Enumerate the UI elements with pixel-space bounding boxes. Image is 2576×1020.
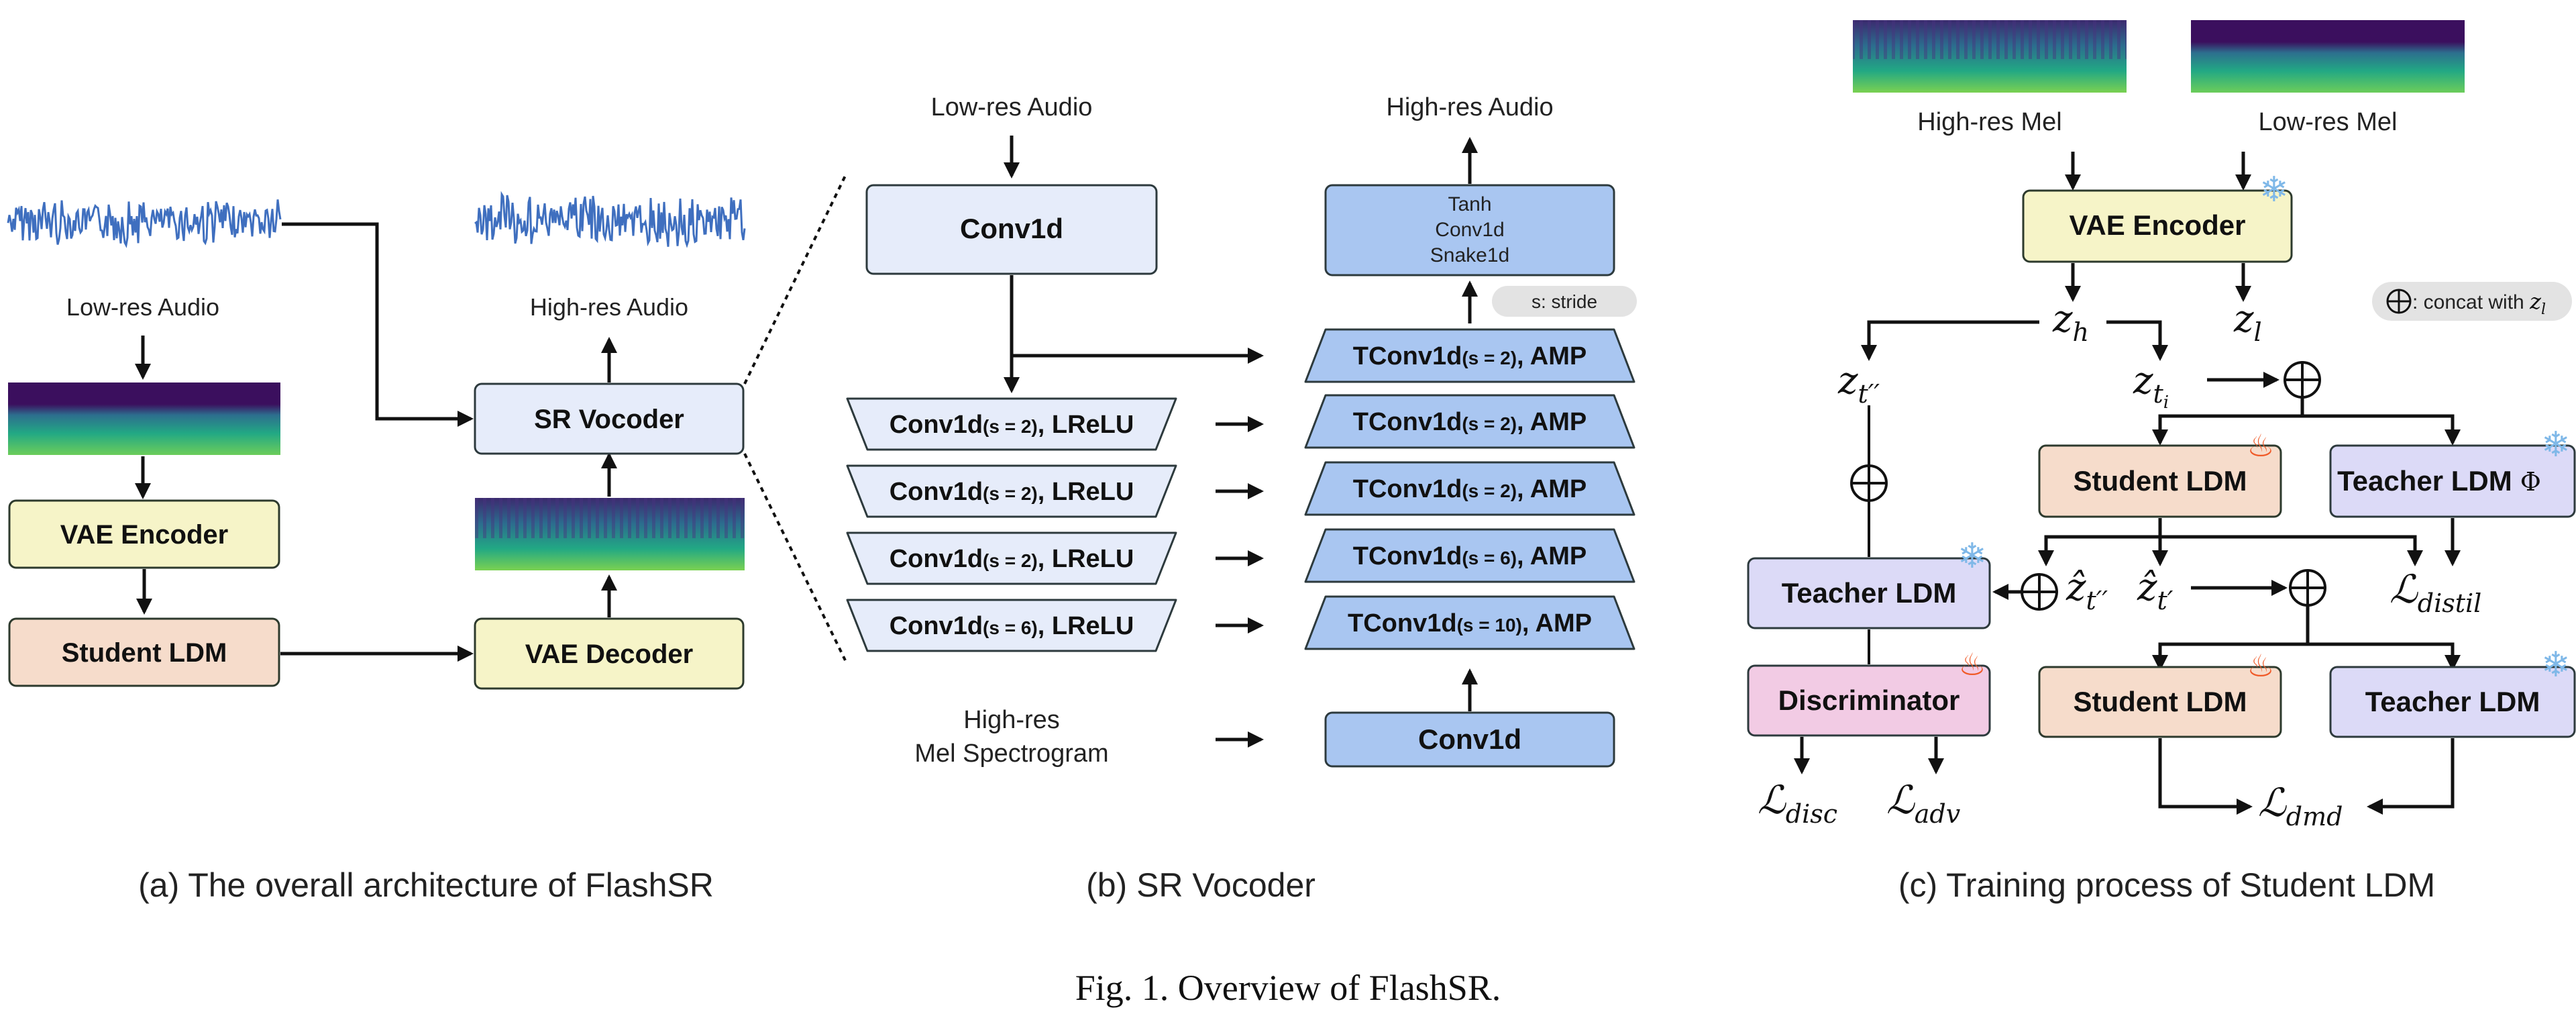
b-output-head-box [1324, 184, 1615, 276]
b-mel-label-line1: High-res [963, 706, 1060, 734]
b-lowres-audio-label: Low-res Audio [931, 93, 1093, 121]
b-snake1d-label: Snake1d [1430, 244, 1509, 266]
snowflake-icon: ❄ [2541, 425, 2571, 465]
panel-b-caption: (b) SR Vocoder [1086, 866, 1316, 904]
fire-icon: ♨ [1958, 646, 1986, 682]
c-student-ldm-top-label: Student LDM [2074, 465, 2247, 497]
figure-caption: Fig. 1. Overview of FlashSR. [1075, 968, 1501, 1008]
stride-note-badge [1492, 286, 1637, 317]
c-vae-encoder-box [2022, 189, 2293, 263]
decoder-layer-2: TConv1d(s = 2), AMP [1304, 394, 1635, 449]
student-ldm-label: Student LDM [62, 638, 227, 668]
c-student-ldm-bottom-box [2038, 666, 2282, 738]
decoder-layer-2-label: TConv1d(s = 2), AMP [1353, 408, 1587, 436]
z-t-doubleprime-symbol: zt′′ [1837, 359, 1880, 409]
vae-decoder-label: VAE Decoder [525, 640, 693, 669]
vae-encoder-box [8, 499, 280, 569]
stride-note-label: s: stride [1532, 291, 1597, 312]
decoder-layer-3-label: TConv1d(s = 2), AMP [1353, 475, 1587, 503]
decoder-layer-1: TConv1d(s = 2), AMP [1304, 328, 1635, 383]
z-t-i-symbol: zti [2133, 359, 2169, 413]
encoder-layer-3-label: Conv1d(s = 2), LReLU [890, 545, 1134, 573]
c-lowres-mel-icon [2191, 20, 2465, 93]
encoder-layer-1-label: Conv1d(s = 2), LReLU [890, 411, 1134, 439]
c-highres-mel-icon [1853, 20, 2127, 93]
loss-distil-symbol: ℒdistil [2390, 566, 2481, 618]
fire-icon: ♨ [2247, 648, 2274, 684]
encoder-layer-4-label: Conv1d(s = 6), LReLU [890, 612, 1134, 640]
vae-encoder-label: VAE Encoder [60, 520, 228, 550]
encoder-layer-2: Conv1d(s = 2), LReLU [846, 464, 1177, 518]
c-discriminator-box [1747, 664, 1991, 737]
loss-disc-symbol: ℒdisc [1758, 777, 1837, 829]
snowflake-icon: ❄ [2259, 170, 2289, 210]
b-highres-audio-label: High-res Audio [1386, 93, 1553, 121]
b-conv1d-head-label: Conv1d [1435, 219, 1504, 241]
encoder-layer-2-label: Conv1d(s = 2), LReLU [890, 478, 1134, 506]
panel-b: Low-res Audio Conv1d Conv1d(s = 2), LReL… [846, 93, 1637, 904]
panel-c: High-res Mel Low-res Mel VAE Encoder ❄ z… [1747, 20, 2576, 904]
concat-oplus-icon [2021, 573, 2058, 611]
panel-a-caption: (a) The overall architecture of FlashSR [138, 866, 714, 904]
lowres-audio-label: Low-res Audio [66, 293, 219, 321]
highres-spectrogram-icon [475, 498, 745, 570]
b-mel-label-line2: Mel Spectrogram [914, 740, 1108, 768]
loss-adv-symbol: ℒadv [1886, 777, 1961, 829]
b-conv1d-mel-label: Conv1d [1418, 723, 1521, 755]
decoder-layer-3: TConv1d(s = 2), AMP [1304, 461, 1635, 516]
c-teacher-ldm-phi-box [2329, 444, 2576, 518]
panel-a: Low-res Audio VAE Encoder Student LDM VA… [7, 175, 847, 904]
decoder-layer-4-label: TConv1d(s = 6), AMP [1353, 542, 1587, 570]
b-conv1d-input-label: Conv1d [960, 213, 1063, 244]
decoder-layer-4: TConv1d(s = 6), AMP [1304, 528, 1635, 583]
lowres-waveform-icon [7, 193, 282, 248]
b-conv1d-input-box [865, 184, 1158, 275]
snowflake-icon: ❄ [1957, 536, 1987, 576]
vae-decoder-box [474, 617, 745, 690]
highres-audio-label: High-res Audio [530, 293, 688, 321]
c-highres-mel-label: High-res Mel [1917, 108, 2061, 136]
c-student-ldm-bottom-label: Student LDM [2074, 686, 2247, 717]
encoder-layer-4: Conv1d(s = 6), LReLU [846, 599, 1177, 652]
sr-vocoder-label: SR Vocoder [534, 405, 684, 434]
decoder-layer-1-label: TConv1d(s = 2), AMP [1353, 342, 1587, 370]
decoder-layer-5-label: TConv1d(s = 10), AMP [1348, 609, 1592, 638]
encoder-layer-3: Conv1d(s = 2), LReLU [846, 531, 1177, 585]
student-ldm-box [8, 617, 280, 687]
zhat-t-doubleprime-symbol: ẑt′′ [2065, 566, 2108, 615]
concat-oplus-icon [2284, 361, 2321, 399]
c-teacher-ldm-left-box [1747, 557, 1991, 629]
c-teacher-ldm-phi-label: Teacher LDM Φ [2337, 465, 2541, 497]
decoder-layer-5: TConv1d(s = 10), AMP [1304, 595, 1635, 650]
c-teacher-ldm-bottom-label: Teacher LDM [2365, 686, 2540, 717]
zhat-t-prime-symbol: ẑt′ [2137, 566, 2174, 615]
c-teacher-ldm-bottom-box [2329, 666, 2576, 738]
c-teacher-ldm-left-label: Teacher LDM [1782, 577, 1957, 609]
lowres-spectrogram-icon [8, 382, 280, 455]
snowflake-icon: ❄ [2541, 645, 2571, 685]
c-discriminator-label: Discriminator [1778, 684, 1960, 716]
c-lowres-mel-label: Low-res Mel [2259, 108, 2398, 136]
c-vae-encoder-label: VAE Encoder [2070, 209, 2246, 241]
loss-dmd-symbol: ℒdmd [2258, 780, 2343, 831]
b-conv1d-mel-box [1324, 711, 1615, 768]
encoder-layer-1: Conv1d(s = 2), LReLU [846, 397, 1177, 451]
b-tanh-label: Tanh [1448, 193, 1491, 215]
concat-note-badge [2372, 282, 2572, 321]
concat-oplus-icon [1850, 464, 1888, 502]
panel-c-caption: (c) Training process of Student LDM [1898, 866, 2435, 904]
highres-waveform-icon [474, 191, 746, 248]
z-h-symbol: zh [2052, 297, 2089, 347]
z-l-symbol: zl [2233, 297, 2262, 347]
concat-note-label: : concat with zl [2412, 289, 2546, 318]
sr-vocoder-box [474, 382, 745, 455]
fire-icon: ♨ [2247, 427, 2274, 464]
concat-oplus-icon [2289, 569, 2326, 607]
c-student-ldm-top-box [2038, 444, 2282, 518]
